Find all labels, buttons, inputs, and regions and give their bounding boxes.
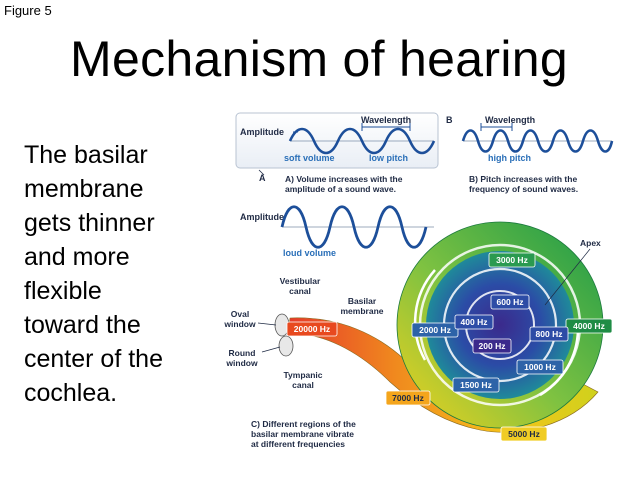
freq-4000: 4000 Hz <box>565 318 613 334</box>
panel-c-caption-3: at different frequencies <box>251 439 345 449</box>
freq-20000: 20000 Hz <box>286 321 338 337</box>
freq-7000: 7000 Hz <box>385 390 431 406</box>
oval-window-label: window <box>223 319 256 329</box>
body-line: and more <box>24 243 130 271</box>
wavelength-label-a: Wavelength <box>361 115 411 125</box>
tympanic-canal-label: canal <box>292 380 314 390</box>
page-title: Mechanism of hearing <box>70 31 568 87</box>
soft-volume-wave <box>288 127 436 155</box>
svg-text:400 Hz: 400 Hz <box>461 317 488 327</box>
round-window <box>278 335 294 357</box>
freq-200: 200 Hz <box>472 338 512 354</box>
body-line: membrane <box>24 175 144 203</box>
svg-text:5000 Hz: 5000 Hz <box>508 429 540 439</box>
svg-text:1000 Hz: 1000 Hz <box>524 362 556 372</box>
svg-text:800 Hz: 800 Hz <box>536 329 563 339</box>
apex-label: Apex <box>580 238 601 248</box>
panel-c-caption-2: basilar membrane vibrate <box>251 429 354 439</box>
basilar-membrane-label: membrane <box>341 306 384 316</box>
freq-2000: 2000 Hz <box>411 322 459 338</box>
svg-text:7000 Hz: 7000 Hz <box>392 393 424 403</box>
panel-a-caption-1: A) Volume increases with the <box>285 174 403 184</box>
round-window-label: window <box>225 358 258 368</box>
tympanic-canal-label: Tympanic <box>283 370 322 380</box>
freq-3000: 3000 Hz <box>488 252 536 268</box>
body-line: The basilar <box>24 141 148 169</box>
loud-volume-wave <box>280 205 428 249</box>
freq-1500: 1500 Hz <box>452 377 500 393</box>
svg-text:4000 Hz: 4000 Hz <box>573 321 605 331</box>
freq-600: 600 Hz <box>490 294 530 310</box>
high-pitch-label: high pitch <box>488 153 531 163</box>
svg-text:600 Hz: 600 Hz <box>497 297 524 307</box>
panel-c-caption-1: C) Different regions of the <box>251 419 356 429</box>
body-line: center of the <box>24 345 163 373</box>
svg-text:200 Hz: 200 Hz <box>479 341 506 351</box>
svg-text:3000 Hz: 3000 Hz <box>496 255 528 265</box>
freq-800: 800 Hz <box>529 326 569 342</box>
panel-b-letter: B <box>446 115 453 125</box>
freq-5000: 5000 Hz <box>500 426 548 442</box>
soft-volume-label: soft volume <box>284 153 335 163</box>
panel-b-caption-1: B) Pitch increases with the <box>469 174 577 184</box>
panel-b-caption-2: frequency of sound waves. <box>469 184 578 194</box>
panel-a-caption-2: amplitude of a sound wave. <box>285 184 396 194</box>
loud-volume-label: loud volume <box>283 248 336 258</box>
amplitude-label-bottom: Amplitude <box>240 212 284 222</box>
wavelength-label-b: Wavelength <box>485 115 535 125</box>
body-line: toward the <box>24 311 141 339</box>
freq-1000: 1000 Hz <box>516 359 564 375</box>
svg-text:20000 Hz: 20000 Hz <box>294 324 330 334</box>
body-line: gets thinner <box>24 209 155 237</box>
freq-400: 400 Hz <box>454 314 494 330</box>
low-pitch-label: low pitch <box>369 153 408 163</box>
svg-text:2000 Hz: 2000 Hz <box>419 325 451 335</box>
vestibular-canal-label: canal <box>289 286 311 296</box>
body-line: flexible <box>24 277 102 305</box>
amplitude-label-top: Amplitude <box>240 127 284 137</box>
figure-label: Figure 5 <box>4 3 52 18</box>
panel-a-letter: A <box>259 173 266 183</box>
body-text: The basilar membrane gets thinner and mo… <box>24 138 224 410</box>
svg-text:1500 Hz: 1500 Hz <box>460 380 492 390</box>
round-window-label: Round <box>229 348 256 358</box>
vestibular-canal-label: Vestibular <box>280 276 321 286</box>
oval-window-label: Oval <box>231 309 249 319</box>
body-line: cochlea. <box>24 379 118 407</box>
high-pitch-wave <box>461 129 614 153</box>
basilar-membrane-label: Basilar <box>348 296 377 306</box>
